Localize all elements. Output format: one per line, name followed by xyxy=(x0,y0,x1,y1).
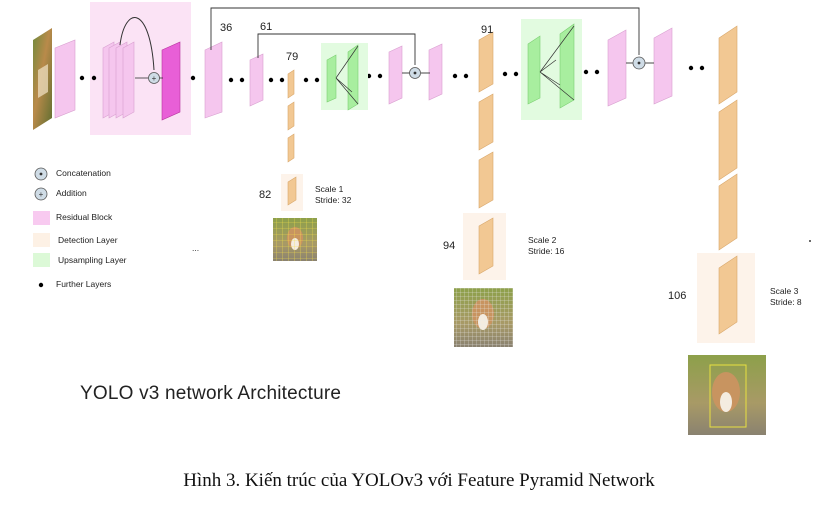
diagram-title: YOLO v3 network Architecture xyxy=(80,383,342,404)
output-image-scale-1 xyxy=(273,218,317,261)
svg-text:+: + xyxy=(39,190,44,199)
scale-1-name: Scale 1 xyxy=(315,184,344,194)
scale-3-name: Scale 3 xyxy=(770,286,799,296)
legend-further-label: Further Layers xyxy=(56,279,112,289)
layer-number-106: 106 xyxy=(668,290,687,302)
legend-addition-icon: + xyxy=(34,187,48,201)
scale-2-label: Scale 2 Stride: 16 xyxy=(528,235,564,257)
residual-skip-arc xyxy=(119,17,155,71)
legend-upsampling-swatch xyxy=(33,253,50,267)
legend-concatenation-label: Concatenation xyxy=(56,168,111,178)
layer-number-94: 94 xyxy=(443,240,456,252)
detection-layers xyxy=(287,25,738,335)
legend-detection-swatch xyxy=(33,233,50,247)
svg-text:+: + xyxy=(152,74,157,83)
legend-upsampling-label: Upsampling Layer xyxy=(58,255,127,265)
scale-2-stride: Stride: 16 xyxy=(528,246,565,256)
legend-residual-swatch xyxy=(33,211,50,225)
scale-3-label: Scale 3 Stride: 8 xyxy=(770,286,802,308)
route-lines xyxy=(210,7,654,74)
ellipsis-marker: ... xyxy=(192,243,200,253)
layer-blocks xyxy=(54,27,673,119)
layer-number-61: 61 xyxy=(260,21,273,33)
upsampling-fan-lines xyxy=(335,25,575,105)
legend-residual-label: Residual Block xyxy=(56,212,113,222)
residual-output-layer xyxy=(161,41,181,121)
layer-number-91: 91 xyxy=(481,24,494,36)
scale-1-label: Scale 1 Stride: 32 xyxy=(315,184,351,206)
layer-number-82: 82 xyxy=(259,189,272,201)
output-image-scale-3 xyxy=(688,355,766,435)
legend-addition-label: Addition xyxy=(56,188,87,198)
output-image-scale-2 xyxy=(454,288,513,347)
addition-node: + xyxy=(148,72,160,84)
layer-number-36: 36 xyxy=(220,22,233,34)
figure-caption: Hình 3. Kiến trúc của YOLOv3 với Feature… xyxy=(183,470,655,491)
concatenation-node xyxy=(409,67,421,79)
upsampling-layers xyxy=(326,23,575,111)
concatenation-node xyxy=(632,56,646,70)
scale-2-name: Scale 2 xyxy=(528,235,557,245)
scale-1-stride: Stride: 32 xyxy=(315,195,352,205)
input-dog-image xyxy=(33,28,52,130)
legend-further-dot xyxy=(38,282,44,288)
legend-detection-label: Detection Layer xyxy=(58,235,118,245)
further-layer-dots xyxy=(79,65,811,242)
layer-number-79: 79 xyxy=(286,51,299,63)
scale-3-stride: Stride: 8 xyxy=(770,297,802,307)
legend-concatenation-icon xyxy=(34,167,48,181)
